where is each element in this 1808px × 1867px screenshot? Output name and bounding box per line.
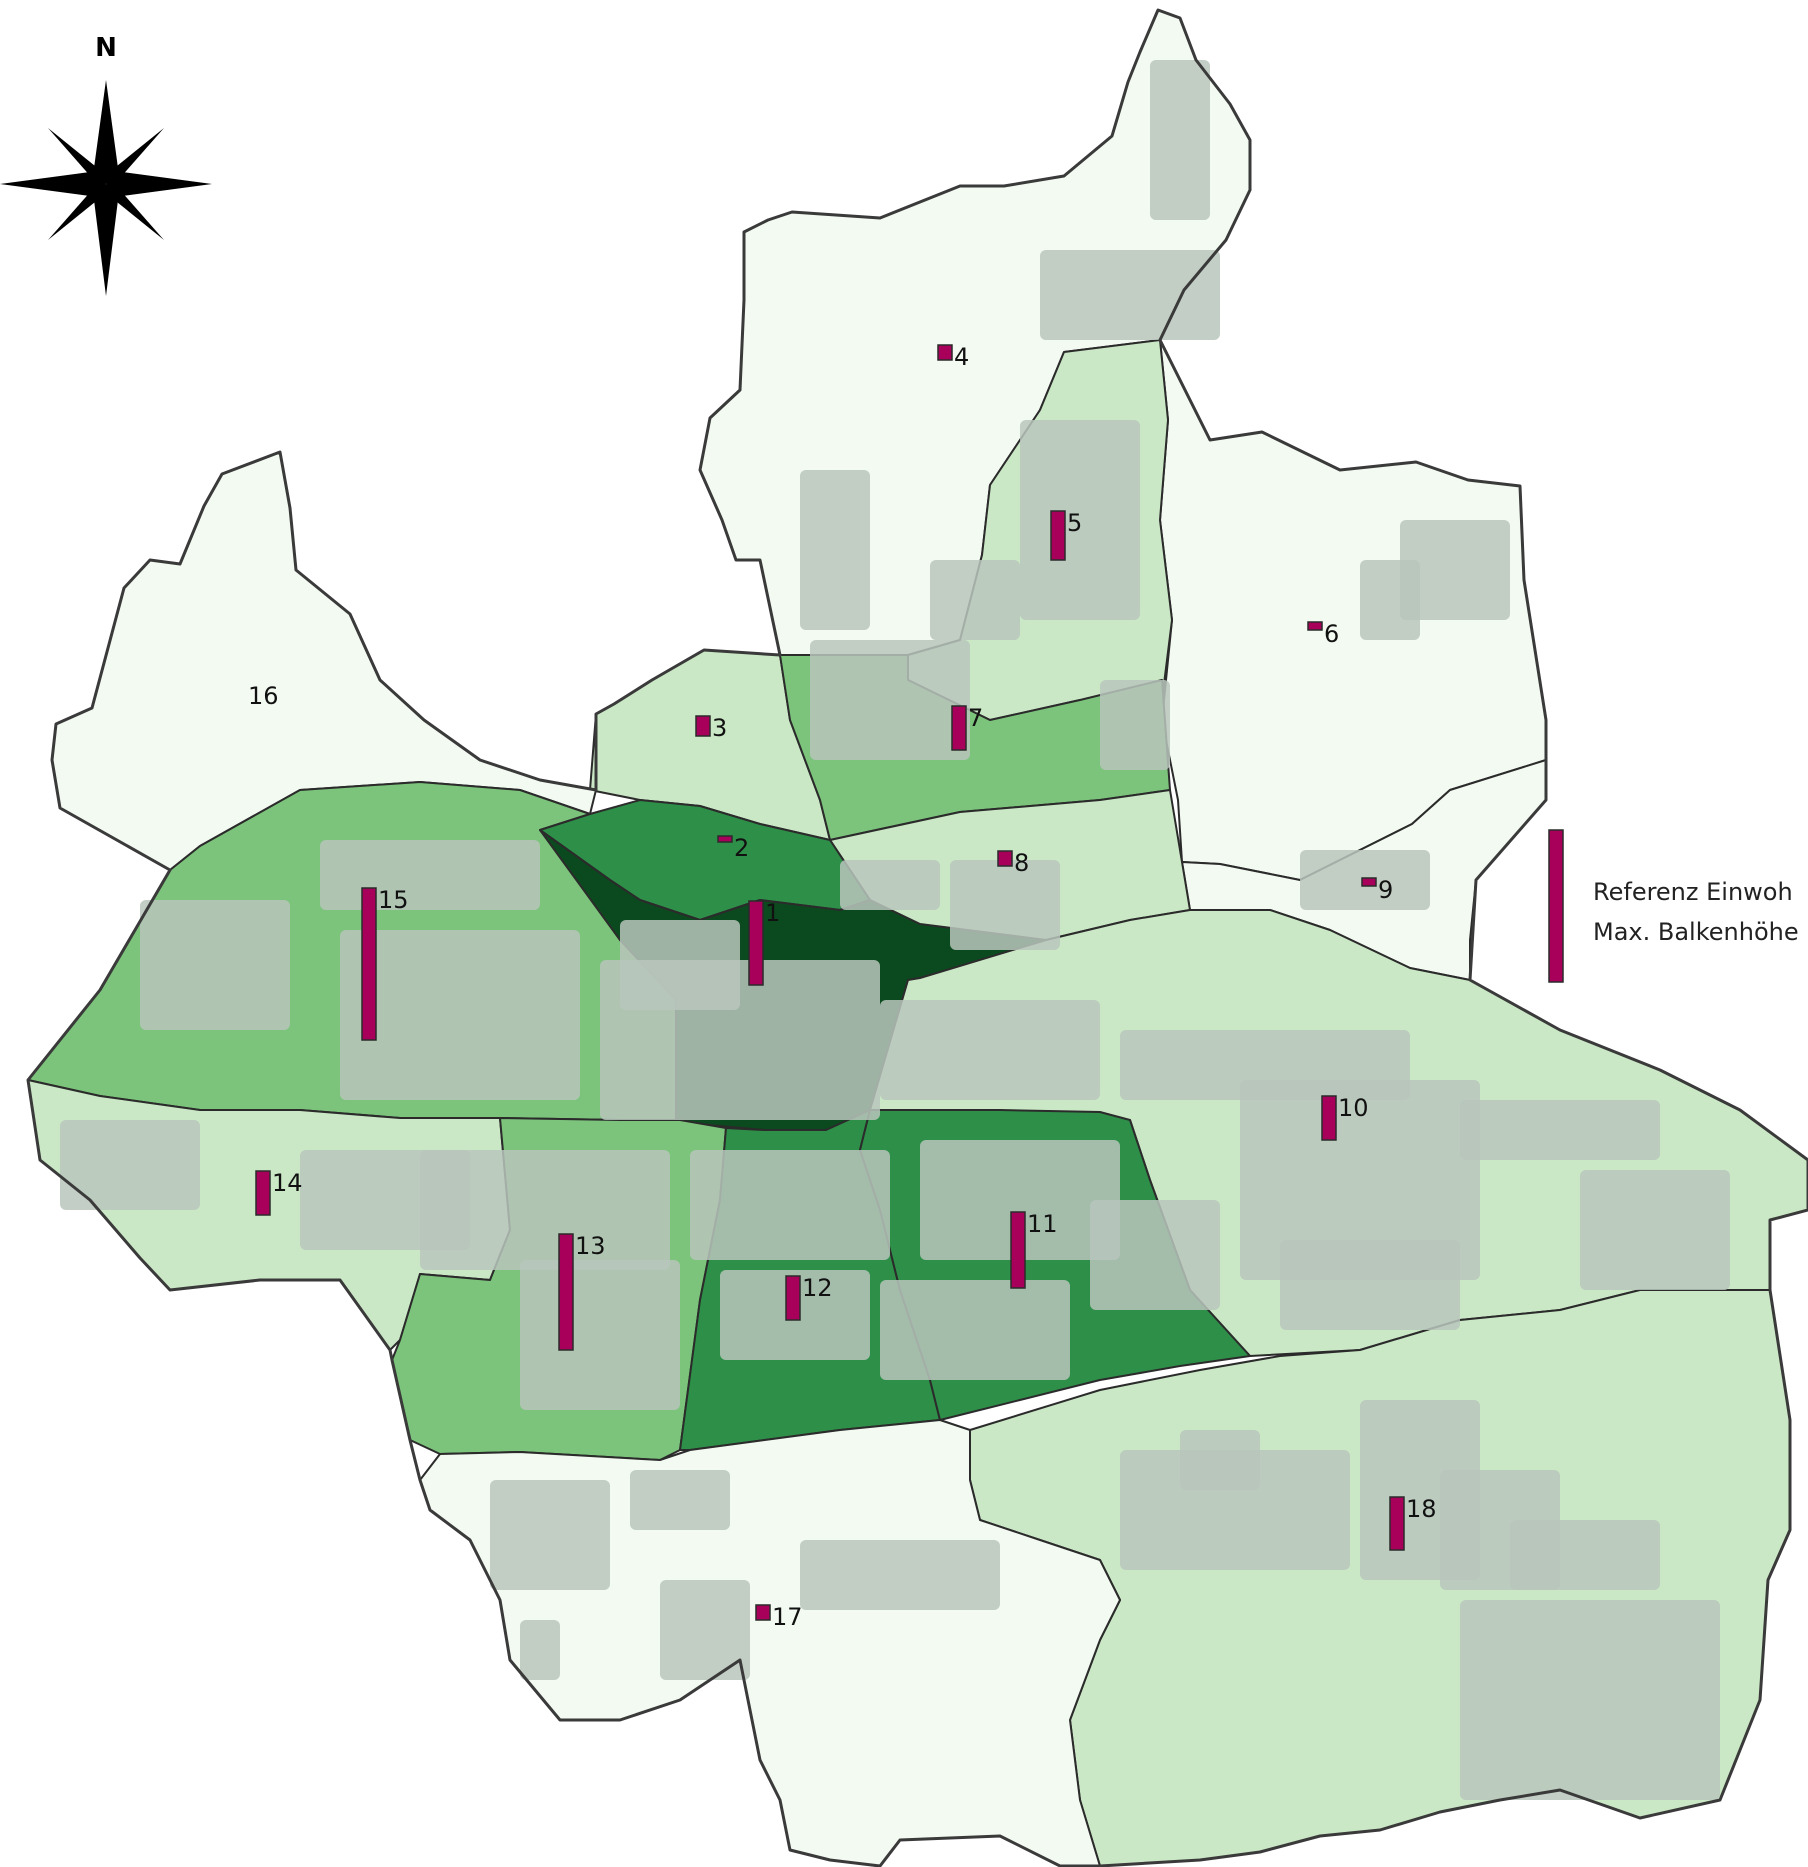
district-label-5: 5 <box>1067 509 1082 537</box>
district-label-11: 11 <box>1027 1210 1058 1238</box>
population-bar-1 <box>748 900 764 986</box>
legend-line-2: Max. Balkenhöhe <box>1593 918 1799 946</box>
district-label-15: 15 <box>378 886 409 914</box>
built-up-block <box>950 860 1060 950</box>
district-label-12: 12 <box>802 1274 833 1302</box>
built-up-block <box>930 560 1020 640</box>
built-up-block <box>340 930 580 1100</box>
built-up-block <box>1120 1450 1350 1570</box>
population-bar-12 <box>785 1275 801 1321</box>
district-label-8: 8 <box>1014 849 1029 877</box>
built-up-block <box>660 1580 750 1680</box>
compass-west-point <box>0 172 106 196</box>
built-up-block <box>1090 1200 1220 1310</box>
district-label-3: 3 <box>712 714 727 742</box>
district-label-1: 1 <box>765 899 780 927</box>
population-bar-7 <box>951 705 967 751</box>
built-up-block <box>490 1480 610 1590</box>
built-up-block <box>800 1540 1000 1610</box>
built-up-block <box>140 900 290 1030</box>
district-label-17: 17 <box>772 1603 803 1631</box>
built-up-block <box>60 1120 200 1210</box>
built-up-block <box>1150 60 1210 220</box>
population-bar-17 <box>755 1604 771 1621</box>
district-label-9: 9 <box>1378 876 1393 904</box>
district-label-13: 13 <box>575 1232 606 1260</box>
built-up-block <box>1360 560 1420 640</box>
compass-se-point <box>106 184 164 240</box>
population-bar-8 <box>997 850 1013 867</box>
built-up-block <box>520 1260 680 1410</box>
population-bar-5 <box>1050 510 1066 561</box>
legend-line-1: Referenz Einwoh <box>1593 878 1793 906</box>
built-up-areas <box>60 60 1730 1800</box>
built-up-block <box>880 1280 1070 1380</box>
built-up-block <box>880 1000 1100 1100</box>
built-up-block <box>1100 680 1170 770</box>
built-up-block <box>1180 1430 1260 1490</box>
built-up-block <box>1280 1240 1460 1330</box>
district-label-2: 2 <box>734 834 749 862</box>
built-up-block <box>690 1150 890 1260</box>
built-up-block <box>920 1140 1120 1260</box>
population-bar-10 <box>1321 1095 1337 1141</box>
population-bar-2 <box>717 835 733 843</box>
compass-nw-point <box>48 128 106 184</box>
compass-east-point <box>106 172 212 196</box>
district-label-14: 14 <box>272 1169 303 1197</box>
built-up-block <box>1040 250 1220 340</box>
population-bar-3 <box>695 715 711 737</box>
population-bar-4 <box>937 344 953 361</box>
population-bar-18 <box>1389 1496 1405 1551</box>
district-label-16: 16 <box>248 682 279 710</box>
built-up-block <box>1460 1600 1720 1800</box>
city-boundary <box>26 8 1808 1867</box>
built-up-block <box>1510 1520 1660 1590</box>
compass-north-point <box>94 80 118 184</box>
compass-south-point <box>94 184 118 296</box>
district-label-10: 10 <box>1338 1094 1369 1122</box>
built-up-block <box>1020 420 1140 620</box>
built-up-block <box>1580 1170 1730 1290</box>
compass-ne-point <box>106 128 164 184</box>
district-label-4: 4 <box>954 343 969 371</box>
district-label-18: 18 <box>1406 1495 1437 1523</box>
population-bar-15 <box>361 887 377 1041</box>
built-up-block <box>600 960 880 1120</box>
population-bar-11 <box>1010 1211 1026 1289</box>
built-up-block <box>800 470 870 630</box>
district-label-7: 7 <box>968 704 983 732</box>
built-up-block <box>420 1150 670 1270</box>
legend-reference-bar <box>1548 829 1564 983</box>
built-up-block <box>630 1470 730 1530</box>
legend: Referenz Einwoh Max. Balkenhöhe <box>1548 829 1799 983</box>
compass-sw-point <box>48 184 106 240</box>
north-arrow: N <box>0 33 212 296</box>
population-bar-13 <box>558 1233 574 1351</box>
population-bar-14 <box>255 1170 271 1216</box>
built-up-block <box>1460 1100 1660 1160</box>
district-label-6: 6 <box>1324 620 1339 648</box>
built-up-block <box>1400 520 1510 620</box>
built-up-block <box>840 860 940 910</box>
north-label: N <box>95 33 117 63</box>
built-up-block <box>810 640 970 760</box>
built-up-block <box>520 1620 560 1680</box>
built-up-block <box>1240 1080 1480 1280</box>
population-bar-9 <box>1361 877 1377 887</box>
population-bars <box>255 344 1405 1621</box>
built-up-block <box>320 840 540 910</box>
population-bar-6 <box>1307 621 1323 631</box>
